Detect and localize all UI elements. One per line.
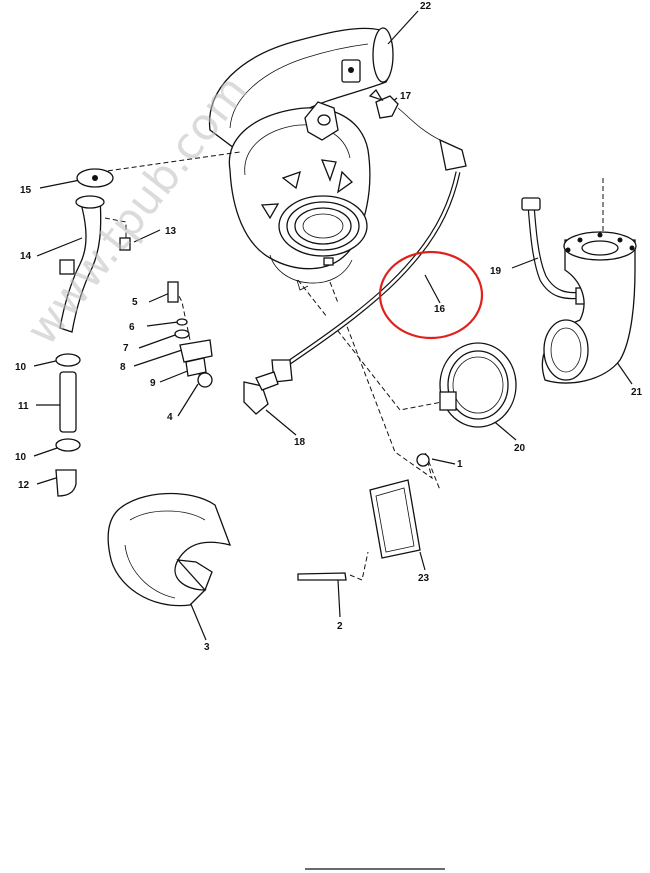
oil-supply-line: [271, 107, 467, 383]
fitting-18: [243, 371, 279, 415]
callout-16: 16: [434, 304, 446, 315]
callout-20: 20: [514, 443, 526, 454]
callout-13: 13: [165, 226, 177, 237]
left-parts-stack: [55, 168, 232, 607]
watermark: www.tpub.com: [16, 66, 257, 355]
callout-15: 15: [20, 185, 32, 196]
callout-19: 19: [490, 266, 502, 277]
callout-18: 18: [294, 437, 306, 448]
v-band-clamp-20: [439, 342, 517, 428]
callout-5: 5: [132, 297, 138, 308]
callout-2: 2: [337, 621, 343, 632]
callout-8: 8: [120, 362, 126, 373]
callout-10-upper: 10: [15, 362, 27, 373]
callout-10-lower: 10: [15, 452, 27, 463]
highlight-circle: [378, 250, 484, 340]
exhaust-elbow-21: [541, 231, 637, 384]
elbow-fitting-17: [368, 88, 399, 119]
callout-21: 21: [631, 387, 643, 398]
callout-9: 9: [150, 378, 156, 389]
callout-6: 6: [129, 322, 135, 333]
callout-22: 22: [420, 1, 432, 12]
callout-1: 1: [457, 459, 463, 470]
callout-4: 4: [167, 412, 173, 423]
callout-23: 23: [418, 573, 430, 584]
turbocharger-assembly: [208, 27, 394, 291]
callout-12: 12: [18, 480, 30, 491]
lower-hardware: [297, 453, 430, 581]
callout-labels: 1 2 3 4 5 6 7 8 9 10 11 10 12 13 14 15 1…: [15, 1, 643, 653]
callout-11: 11: [18, 401, 29, 412]
callout-3: 3: [204, 642, 210, 653]
callout-7: 7: [123, 343, 129, 354]
callout-14: 14: [20, 251, 32, 262]
callout-17: 17: [400, 91, 412, 102]
